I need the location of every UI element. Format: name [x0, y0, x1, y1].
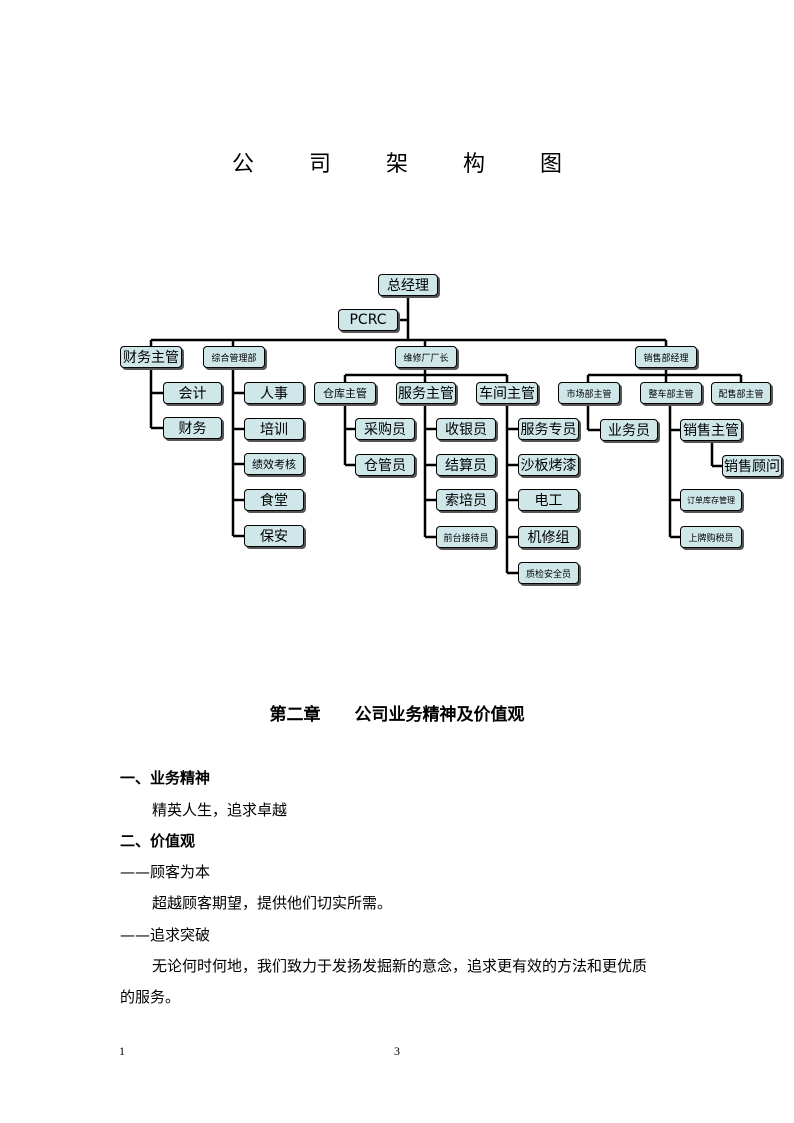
footer-left-number: 1	[119, 1044, 125, 1058]
node-finance: 财务	[163, 417, 222, 439]
node-sales-supervisor: 销售主管	[680, 419, 742, 441]
chapter-heading: 第二章 公司业务精神及价值观	[0, 700, 794, 725]
node-service-head: 服务主管	[396, 382, 456, 404]
node-performance: 绩效考核	[244, 453, 304, 475]
node-vehicle-head: 整车部主管	[640, 382, 702, 404]
node-workshop-head: 车间主管	[476, 382, 538, 404]
value-customer-first-text: 超越顾客期望，提供他们切实所需。	[152, 894, 393, 912]
node-training: 培训	[244, 418, 304, 440]
node-parts-head: 配售部主管	[711, 382, 771, 404]
section-values: 二、价值观	[120, 832, 196, 850]
value-customer-first: ——顾客为本	[120, 863, 211, 881]
node-body-paint: 沙板烤漆	[518, 454, 579, 476]
node-warehouse-head: 仓库主管	[314, 382, 376, 404]
node-salesperson: 业务员	[600, 419, 658, 441]
chapter-number: 第二章	[269, 705, 321, 725]
node-security: 保安	[244, 525, 304, 547]
node-sales-head: 销售部经理	[635, 346, 697, 368]
node-accounting: 会计	[163, 382, 222, 404]
node-electrician: 电工	[518, 489, 579, 511]
node-mechanic: 机修组	[518, 526, 579, 548]
node-purchaser: 采购员	[355, 418, 415, 440]
business-spirit-text: 精英人生，追求卓越	[152, 801, 288, 819]
node-general-manager: 总经理	[378, 274, 438, 296]
node-registration-tax: 上牌购税员	[680, 526, 742, 548]
node-claims: 索培员	[436, 489, 496, 511]
node-service-specialist: 服务专员	[518, 418, 579, 440]
node-reception: 前台接待员	[436, 526, 496, 548]
value-breakthrough-text-1: 无论何时何地，我们致力于发扬发掘新的意念，追求更有效的方法和更优质	[152, 957, 648, 975]
node-cashier: 收银员	[436, 418, 496, 440]
node-sales-consultant: 销售顾问	[722, 455, 782, 477]
node-finance-head: 财务主管	[120, 346, 182, 368]
node-settlement: 结算员	[436, 454, 496, 476]
node-storekeeper: 仓管员	[355, 454, 415, 476]
node-pcrc: PCRC	[338, 309, 398, 331]
node-repair-head: 维修厂厂长	[395, 346, 457, 368]
section-business-spirit: 一、业务精神	[120, 769, 211, 787]
chapter-title: 公司业务精神及价值观	[354, 705, 525, 725]
node-order-inventory: 订单库存管理	[680, 489, 742, 511]
node-admin-head: 综合管理部	[203, 346, 265, 368]
value-breakthrough: ——追求突破	[120, 926, 211, 944]
value-breakthrough-text-2: 的服务。	[120, 988, 181, 1006]
page-title: 公 司 架 构 图	[232, 152, 586, 177]
node-hr: 人事	[244, 382, 304, 404]
node-market-head: 市场部主管	[558, 382, 620, 404]
node-canteen: 食堂	[244, 489, 304, 511]
footer-page-number: 3	[394, 1044, 400, 1058]
node-quality-safety: 质检安全员	[518, 562, 579, 584]
